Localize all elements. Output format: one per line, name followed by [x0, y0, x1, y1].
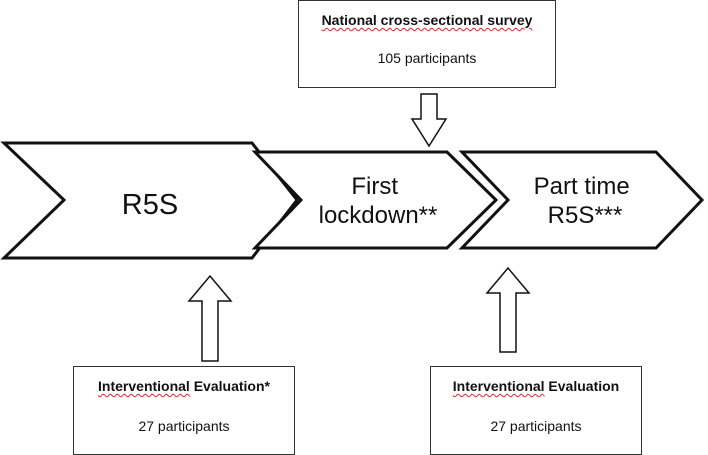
stage-label-r5s: R5S [122, 189, 178, 221]
evaluation-title: Interventional Evaluation* [74, 377, 294, 395]
interventional-evaluation-box-2: Interventional Evaluation 27 participant… [430, 366, 642, 455]
evaluation-title-rest: Evaluation* [189, 378, 270, 394]
evaluation-title-main: Interventional [98, 378, 190, 394]
stage-label-line: R5S*** [548, 202, 623, 229]
survey-participant-count: 105 participants [377, 50, 477, 66]
stage-label-line: First [351, 173, 398, 200]
stage-label-line: Part time [534, 173, 630, 200]
evaluation-title-rest: Evaluation [544, 378, 620, 394]
stage-label-line: lockdown** [319, 202, 438, 229]
arrow-up-icon [187, 274, 233, 362]
stage-label-first-lockdown: First lockdown** [319, 173, 438, 229]
chevron-part-time-r5s [458, 150, 705, 250]
survey-box: National cross-sectional survey 105 part… [298, 0, 556, 88]
evaluation-title-main: Interventional [452, 378, 545, 394]
interventional-evaluation-box-1: Interventional Evaluation* 27 participan… [73, 366, 295, 455]
arrow-down-icon [410, 93, 448, 148]
chevron-r5s [0, 141, 299, 260]
evaluation-participant-count: 27 participants [138, 418, 230, 434]
stage-label-part-time-r5s: Part time R5S*** [534, 173, 637, 229]
chevron-first-lockdown [251, 150, 499, 250]
survey-title: National cross-sectional survey [299, 11, 555, 29]
survey-title-text: National cross-sectional survey [321, 12, 533, 28]
evaluation-participant-count: 27 participants [490, 418, 582, 434]
arrow-up-icon [485, 266, 531, 353]
evaluation-title: Interventional Evaluation [431, 377, 641, 395]
